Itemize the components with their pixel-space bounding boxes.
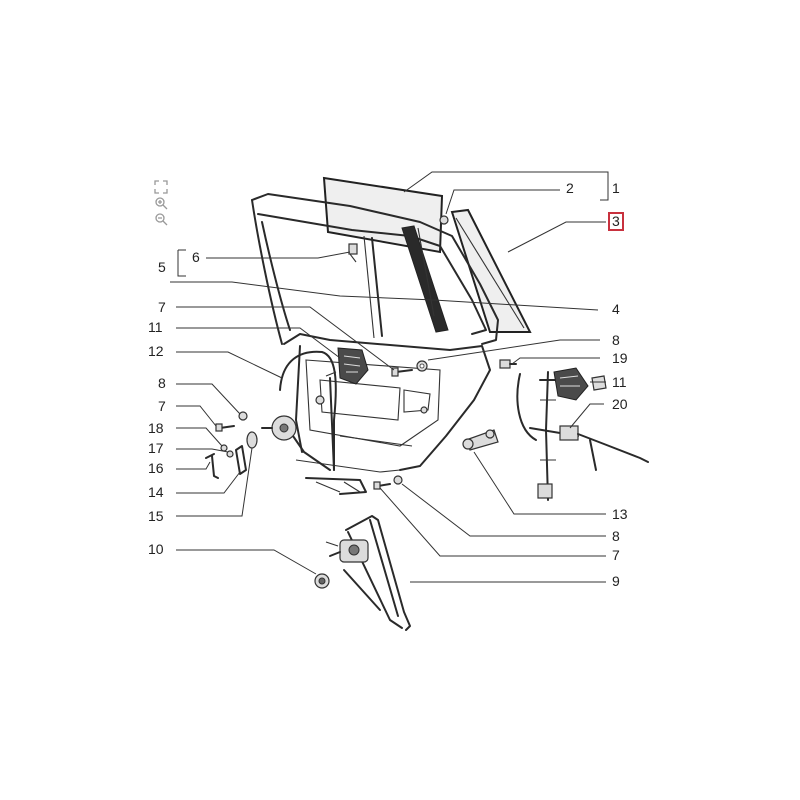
callout-3[interactable]: 3 bbox=[608, 212, 624, 231]
part-10-bushing bbox=[314, 573, 330, 589]
part-8-washer-upper bbox=[416, 360, 428, 372]
leader-lines bbox=[170, 171, 609, 583]
part-20-regulator-right bbox=[516, 371, 649, 501]
callout-11-left[interactable]: 11 bbox=[148, 319, 163, 335]
callout-1[interactable]: 1 bbox=[612, 180, 620, 196]
callout-10[interactable]: 10 bbox=[148, 541, 164, 557]
callout-6[interactable]: 6 bbox=[192, 249, 200, 265]
zoom-out-icon[interactable] bbox=[154, 212, 168, 226]
part-6-clip bbox=[348, 243, 358, 263]
callout-13[interactable]: 13 bbox=[612, 506, 628, 522]
part-16-handle bbox=[205, 453, 219, 479]
callout-11-right[interactable]: 11 bbox=[612, 374, 627, 390]
part-19-screw bbox=[499, 359, 517, 369]
callout-7-lower[interactable]: 7 bbox=[612, 547, 620, 563]
zoom-in-icon[interactable] bbox=[154, 196, 168, 210]
callout-9[interactable]: 9 bbox=[612, 573, 620, 589]
callout-5[interactable]: 5 bbox=[158, 259, 166, 275]
part-8-washer-lower bbox=[393, 475, 403, 485]
part-17-spring bbox=[226, 450, 234, 458]
door-inner-panel bbox=[283, 333, 491, 473]
callout-8-upper[interactable]: 8 bbox=[612, 332, 620, 348]
callout-15[interactable]: 15 bbox=[148, 508, 164, 524]
part-2-clip bbox=[439, 215, 449, 225]
callout-7-upper[interactable]: 7 bbox=[158, 299, 166, 315]
part-13-hinge-bracket bbox=[462, 429, 499, 451]
callout-8-lower[interactable]: 8 bbox=[612, 528, 620, 544]
callout-17[interactable]: 17 bbox=[148, 440, 164, 456]
part-5-channel-group bbox=[363, 225, 449, 339]
part-15-escutcheon bbox=[246, 431, 258, 449]
part-11-door-lock bbox=[337, 347, 369, 385]
callout-18[interactable]: 18 bbox=[148, 420, 164, 436]
part-8-nut-left bbox=[238, 411, 248, 421]
regulator-foot-bracket bbox=[305, 477, 367, 495]
part-11-lock-right bbox=[553, 367, 607, 401]
callout-14[interactable]: 14 bbox=[148, 484, 164, 500]
callout-8-left[interactable]: 8 bbox=[158, 375, 166, 391]
callout-16[interactable]: 16 bbox=[148, 460, 164, 476]
callout-20[interactable]: 20 bbox=[612, 396, 628, 412]
callout-4[interactable]: 4 bbox=[612, 301, 620, 317]
part-7-screw-left bbox=[215, 423, 235, 432]
part-3-fixed-quarter-glass bbox=[450, 208, 532, 333]
part-7-bolt-upper bbox=[391, 367, 413, 377]
part-12-regulator-cable bbox=[261, 350, 337, 471]
callout-2[interactable]: 2 bbox=[566, 180, 574, 196]
callout-7-left[interactable]: 7 bbox=[158, 398, 166, 414]
part-9-window-regulator bbox=[325, 515, 411, 631]
callout-19[interactable]: 19 bbox=[612, 350, 628, 366]
fullscreen-icon[interactable] bbox=[154, 180, 168, 194]
viewer-toolbar bbox=[154, 180, 170, 228]
part-14-handle-base bbox=[235, 445, 247, 475]
callout-12[interactable]: 12 bbox=[148, 343, 164, 359]
part-7-bolt-lower bbox=[373, 481, 391, 490]
